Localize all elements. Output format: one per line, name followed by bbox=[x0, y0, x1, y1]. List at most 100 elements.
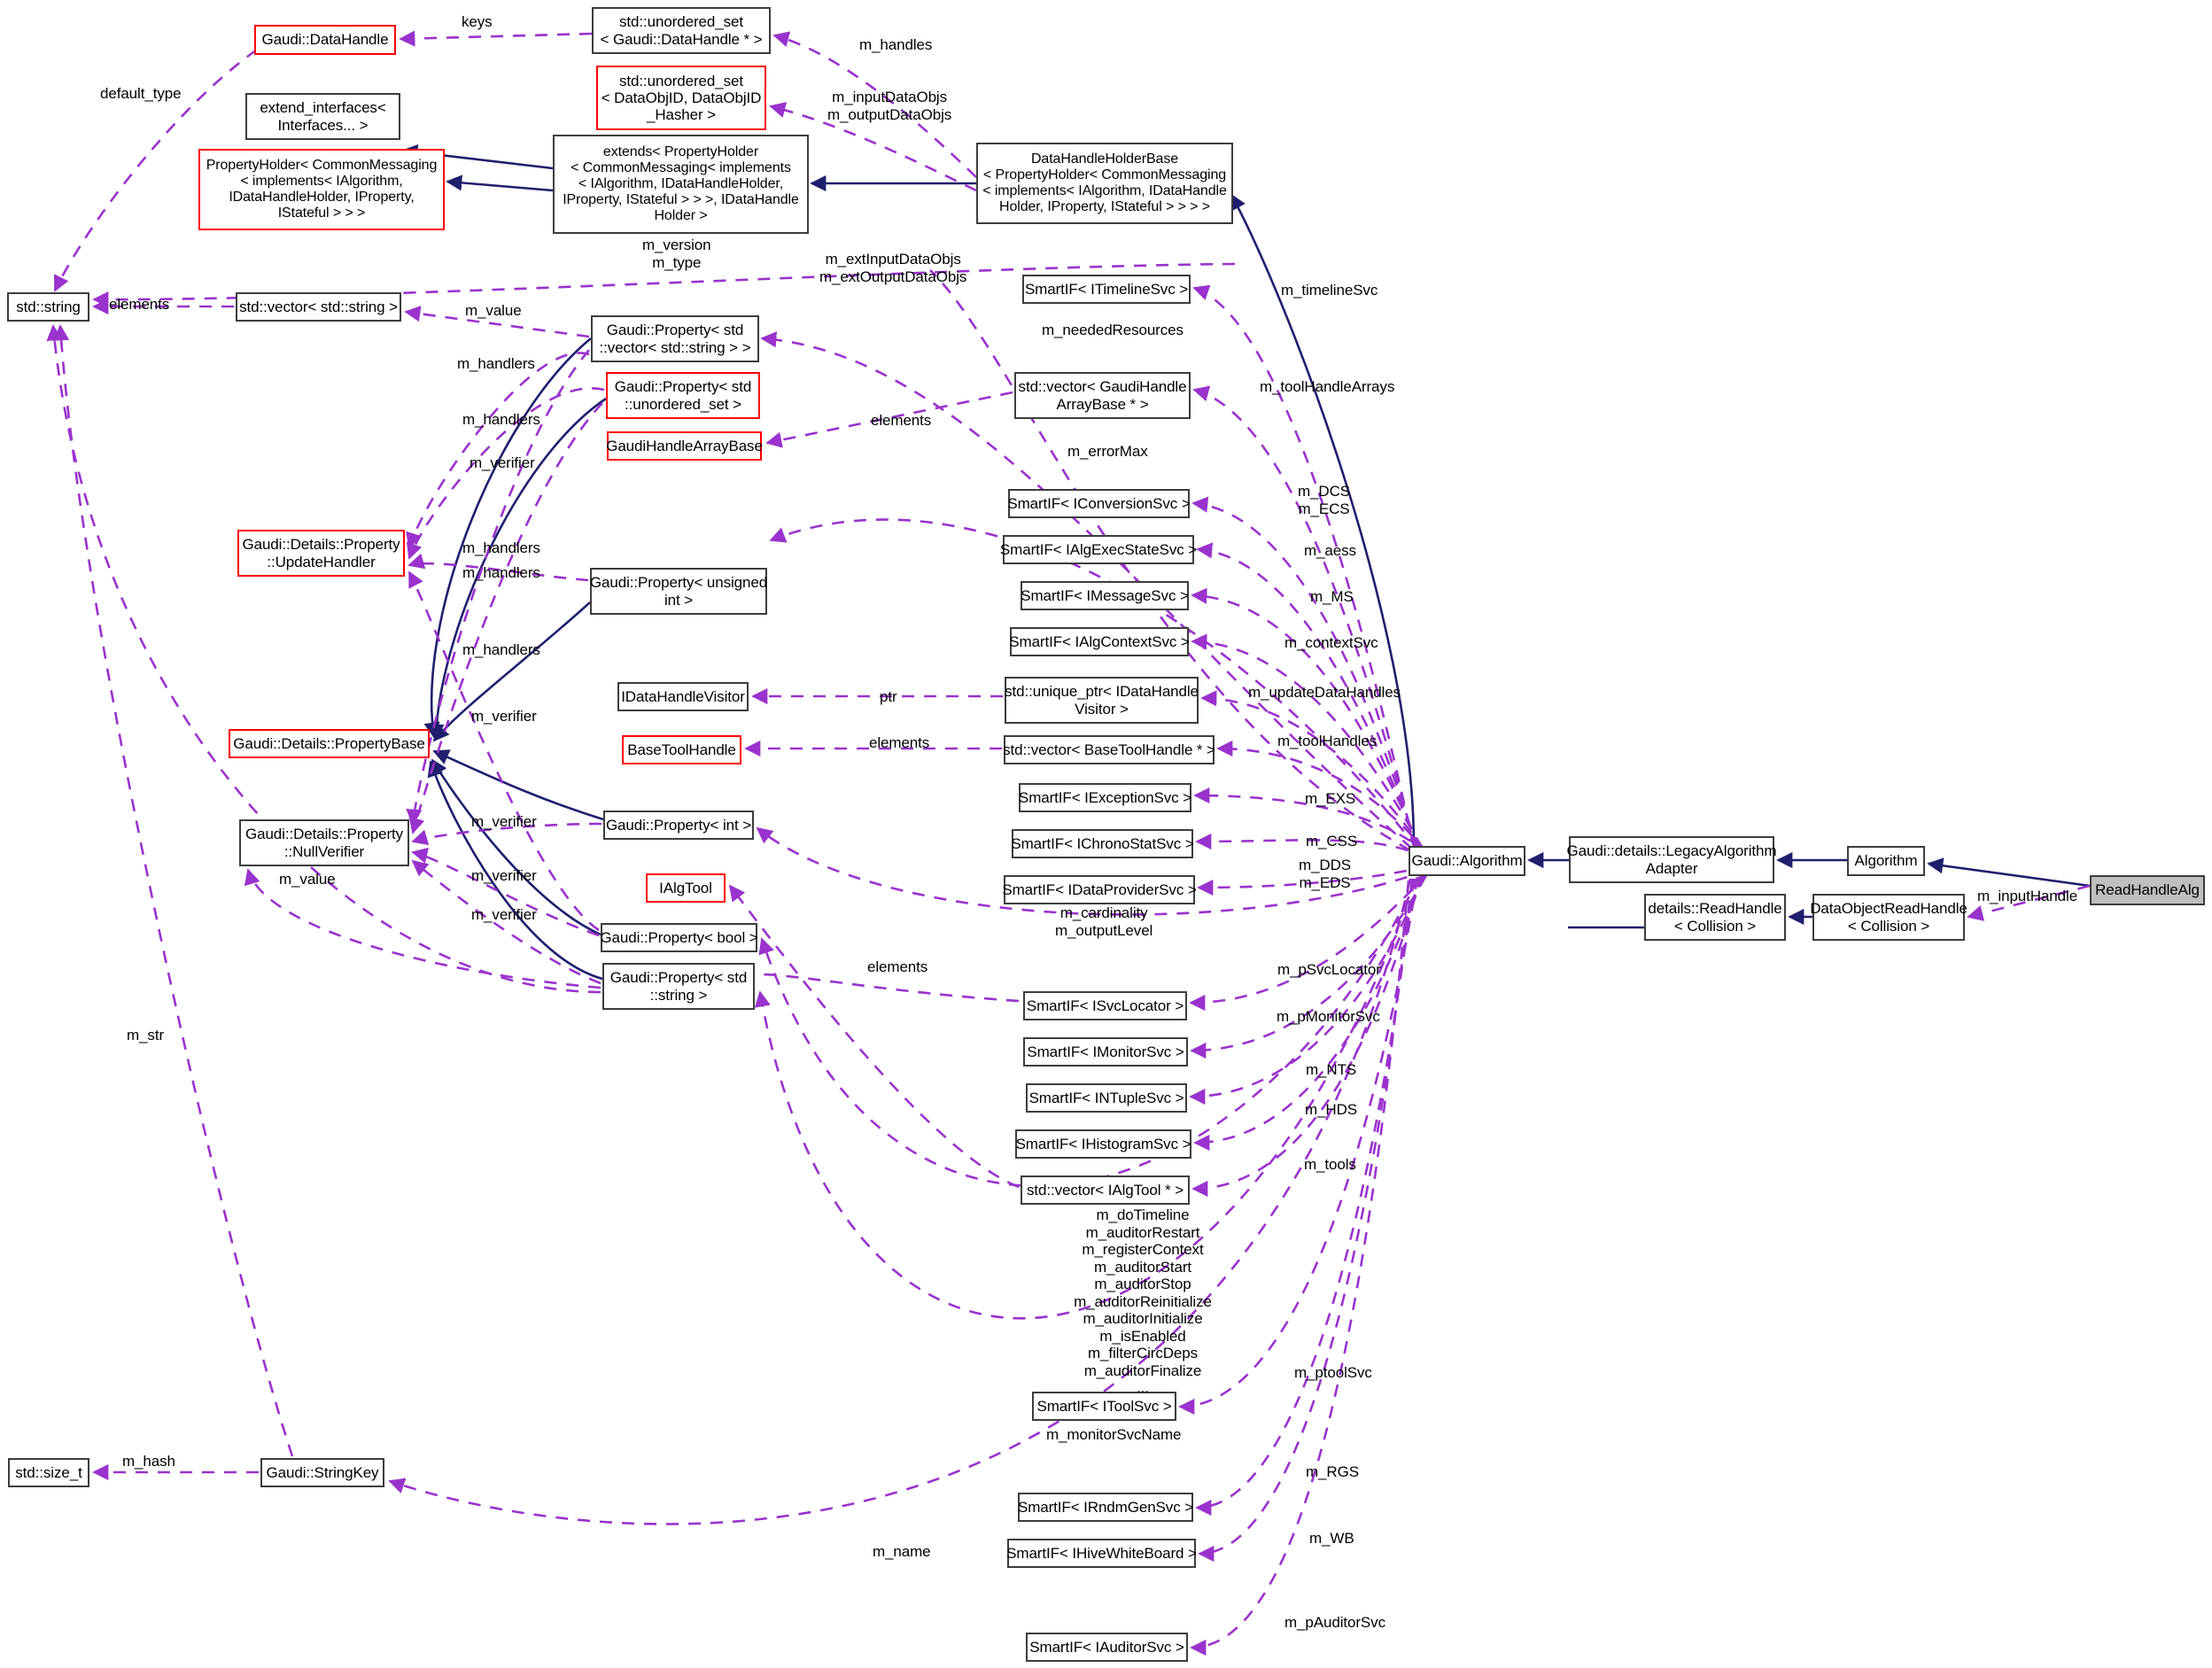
class-node-smartif-iconversionsvc[interactable]: SmartIF< IConversionSvc > bbox=[1007, 489, 1191, 518]
edge-label-m-inputhandle: m_inputHandle bbox=[1977, 888, 2078, 904]
edge-label-m-toolhandlearrays: m_toolHandleArrays bbox=[1260, 378, 1395, 395]
class-node-extend-interfaces[interactable]: extend_interfaces< Interfaces... > bbox=[245, 93, 400, 140]
class-node-vector-string[interactable]: std::vector< std::string > bbox=[236, 292, 401, 322]
class-node-vector-ialgtool[interactable]: std::vector< IAlgTool * > bbox=[1021, 1175, 1190, 1205]
class-node-ialgtool[interactable]: IAlgTool bbox=[646, 873, 726, 903]
class-node-smartif-intuplesvc[interactable]: SmartIF< INTupleSvc > bbox=[1026, 1083, 1187, 1113]
edge-label-elements-properties: elements bbox=[867, 958, 928, 975]
edge-label-default-type: default_type bbox=[100, 85, 182, 102]
edge-label-m-css: m_CSS bbox=[1306, 833, 1358, 850]
edge-label-m-errormax: m_errorMax bbox=[1067, 443, 1148, 460]
class-node-basetoolhandle[interactable]: BaseToolHandle bbox=[622, 735, 741, 764]
edge-label-m-aess: m_aess bbox=[1304, 542, 1356, 559]
edge-label-m-cardinality-m-outputlevel: m_cardinality m_outputLevel bbox=[1055, 904, 1153, 939]
edge-label-ptr: ptr bbox=[880, 688, 897, 705]
edge-label-m-verifier-4: m_verifier bbox=[471, 867, 537, 884]
edge-label-m-neededresources: m_neededResources bbox=[1042, 322, 1184, 338]
class-node-details-updatehandler[interactable]: Gaudi::Details::Property ::UpdateHandler bbox=[237, 530, 405, 577]
class-node-smartif-ialgcontextsvc[interactable]: SmartIF< IAlgContextSvc > bbox=[1009, 627, 1190, 656]
class-node-std-string[interactable]: std::string bbox=[7, 292, 89, 322]
edge-label-m-verifier-5: m_verifier bbox=[471, 906, 537, 923]
class-node-property-std-string[interactable]: Gaudi::Property< std ::string > bbox=[602, 963, 755, 1010]
class-node-idatahandlevisitor[interactable]: IDataHandleVisitor bbox=[617, 682, 749, 711]
class-node-smartif-isvclocator[interactable]: SmartIF< ISvcLocator > bbox=[1023, 991, 1187, 1020]
edge-label-m-tools: m_tools bbox=[1304, 1156, 1356, 1173]
edge-label-elements-basetoolhandle: elements bbox=[869, 734, 930, 751]
edge-label-m-verifier-3: m_verifier bbox=[471, 813, 537, 830]
class-node-smartif-iauditorsvc[interactable]: SmartIF< IAuditorSvc > bbox=[1026, 1633, 1188, 1662]
edge-label-m-psvclocator: m_pSvcLocator bbox=[1277, 961, 1381, 978]
class-node-property-int[interactable]: Gaudi::Property< int > bbox=[603, 811, 754, 840]
edge-label-m-value-nullverifier: m_value bbox=[279, 871, 336, 888]
edge-label-m-version-m-type: m_version m_type bbox=[642, 237, 711, 271]
edge-label-m-pauditorsvc: m_pAuditorSvc bbox=[1285, 1614, 1385, 1631]
class-node-dataobjectreadhandle-collision[interactable]: DataObjectReadHandle < Collision > bbox=[1810, 894, 1968, 941]
class-node-algorithm[interactable]: Algorithm bbox=[1847, 846, 1925, 876]
class-node-smartif-ihivewhiteboard[interactable]: SmartIF< IHiveWhiteBoard > bbox=[1006, 1539, 1197, 1568]
edge-label-m-hds: m_HDS bbox=[1305, 1101, 1358, 1118]
class-node-smartif-idataprovidersvc[interactable]: SmartIF< IDataProviderSvc > bbox=[1002, 875, 1197, 904]
class-node-unordered-set-dataobjid[interactable]: std::unordered_set < DataObjID, DataObjI… bbox=[596, 66, 766, 130]
class-node-gaudi-datahandle[interactable]: Gaudi::DataHandle bbox=[254, 25, 396, 55]
class-node-smartif-imessagesvc[interactable]: SmartIF< IMessageSvc > bbox=[1021, 581, 1189, 610]
edge-label-elements-gaudihandlearray: elements bbox=[871, 412, 932, 429]
class-node-smartif-irndmgensvc[interactable]: SmartIF< IRndmGenSvc > bbox=[1018, 1493, 1193, 1522]
edge-label-m-handlers-4: m_handlers bbox=[462, 564, 540, 581]
class-node-smartif-itoolsvc[interactable]: SmartIF< IToolSvc > bbox=[1032, 1392, 1176, 1421]
edge-label-m-rgs: m_RGS bbox=[1306, 1463, 1359, 1480]
edge-label-m-dcs-m-ecs: m_DCS m_ECS bbox=[1298, 483, 1351, 517]
edge-label-m-verifier-1: m_verifier bbox=[470, 454, 535, 471]
class-node-smartif-ihistogramsvc[interactable]: SmartIF< IHistogramSvc > bbox=[1015, 1129, 1191, 1159]
edge-label-m-timelinesvc: m_timelineSvc bbox=[1281, 282, 1378, 299]
class-node-smartif-ichronostatsvc[interactable]: SmartIF< IChronoStatSvc > bbox=[1011, 829, 1194, 858]
edge-label-elements-string: elements bbox=[109, 296, 170, 313]
class-node-unordered-set-datahandle[interactable]: std::unordered_set < Gaudi::DataHandle *… bbox=[592, 7, 771, 54]
edge-label-m-toolhandles: m_toolHandles bbox=[1277, 733, 1378, 749]
edge-label-m-hash: m_hash bbox=[122, 1453, 175, 1470]
edge-label-m-value-vector: m_value bbox=[465, 302, 522, 319]
edge-label-m-input-output-dataobjs: m_inputDataObjs m_outputDataObjs bbox=[827, 89, 952, 123]
class-node-gaudi-algorithm[interactable]: Gaudi::Algorithm bbox=[1409, 846, 1525, 876]
edge-label-m-handlers-2: m_handlers bbox=[462, 411, 540, 428]
edge-label-m-ext-data-objs: m_extInputDataObjs m_extOutputDataObjs bbox=[819, 251, 967, 285]
edge-label-m-monitorsvcname: m_monitorSvcName bbox=[1046, 1426, 1182, 1443]
edge-label-m-handlers-5: m_handlers bbox=[462, 641, 540, 658]
class-node-details-readhandle-collision[interactable]: details::ReadHandle < Collision > bbox=[1644, 894, 1786, 941]
class-node-datahandleholderbase[interactable]: DataHandleHolderBase < PropertyHolder< C… bbox=[976, 143, 1233, 224]
class-node-smartif-imonitorsvc[interactable]: SmartIF< IMonitorSvc > bbox=[1023, 1037, 1188, 1067]
class-node-std-size-t[interactable]: std::size_t bbox=[8, 1458, 89, 1487]
edge-label-m-str: m_str bbox=[127, 1027, 165, 1043]
edge-label-m-contextsvc: m_contextSvc bbox=[1285, 634, 1378, 651]
class-node-legacy-algorithm-adapter[interactable]: Gaudi::details::LegacyAlgorithm Adapter bbox=[1567, 836, 1777, 883]
class-node-property-unsigned-int[interactable]: Gaudi::Property< unsigned int > bbox=[590, 568, 767, 615]
class-node-gaudi-stringkey[interactable]: Gaudi::StringKey bbox=[260, 1458, 384, 1487]
class-node-smartif-itimelinesvc[interactable]: SmartIF< ITimelineSvc > bbox=[1022, 275, 1191, 304]
edge-label-m-nts: m_NTS bbox=[1306, 1061, 1357, 1078]
class-node-details-propertybase[interactable]: Gaudi::Details::PropertyBase bbox=[229, 729, 430, 758]
class-node-vector-gaudihandlearraybase[interactable]: std::vector< GaudiHandle ArrayBase * > bbox=[1014, 372, 1191, 419]
inheritance-edges bbox=[401, 144, 2091, 981]
edge-label-m-name: m_name bbox=[873, 1543, 931, 1560]
class-node-property-unordered-set[interactable]: Gaudi::Property< std ::unordered_set > bbox=[606, 372, 760, 419]
class-node-propertyholder-commonmessaging[interactable]: PropertyHolder< CommonMessaging < implem… bbox=[198, 149, 445, 230]
class-node-smartif-iexceptionsvc[interactable]: SmartIF< IExceptionSvc > bbox=[1019, 783, 1191, 812]
edge-label-m-dds-m-eds: m_DDS m_EDS bbox=[1299, 857, 1352, 891]
class-node-uniqueptr-idatahandlevisitor[interactable]: std::unique_ptr< IDataHandle Visitor > bbox=[1005, 677, 1199, 724]
edge-label-m-ptoolsvc: m_ptoolSvc bbox=[1294, 1364, 1372, 1381]
edge-label-m-exs: m_EXS bbox=[1305, 790, 1356, 807]
edge-label-m-wb: m_WB bbox=[1309, 1530, 1354, 1547]
class-node-gaudihandlearraybase[interactable]: GaudiHandleArrayBase bbox=[606, 431, 763, 461]
class-node-smartif-ialgexecstatesvc[interactable]: SmartIF< IAlgExecStateSvc > bbox=[1000, 535, 1197, 564]
edge-label-m-pmonitorsvc: m_pMonitorSvc bbox=[1277, 1008, 1380, 1025]
class-node-property-vector-string[interactable]: Gaudi::Property< std ::vector< std::stri… bbox=[591, 315, 759, 362]
class-node-property-bool[interactable]: Gaudi::Property< bool > bbox=[600, 923, 758, 952]
edge-label-m-updatedatahandles: m_updateDataHandles bbox=[1248, 684, 1401, 701]
class-node-vector-basetoolhandle[interactable]: std::vector< BaseToolHandle * > bbox=[1003, 735, 1215, 764]
edge-label-m-handlers-1: m_handlers bbox=[457, 355, 535, 372]
class-node-extends-propertyholder[interactable]: extends< PropertyHolder < CommonMessagin… bbox=[553, 135, 809, 234]
edge-label-m-handlers-3: m_handlers bbox=[462, 539, 540, 556]
edge-label-bool-property-list: m_doTimeline m_auditorRestart m_register… bbox=[1074, 1206, 1212, 1397]
class-node-details-nullverifier[interactable]: Gaudi::Details::Property ::NullVerifier bbox=[239, 819, 409, 866]
class-node-readhandlealg[interactable]: ReadHandleAlg bbox=[2090, 875, 2205, 905]
